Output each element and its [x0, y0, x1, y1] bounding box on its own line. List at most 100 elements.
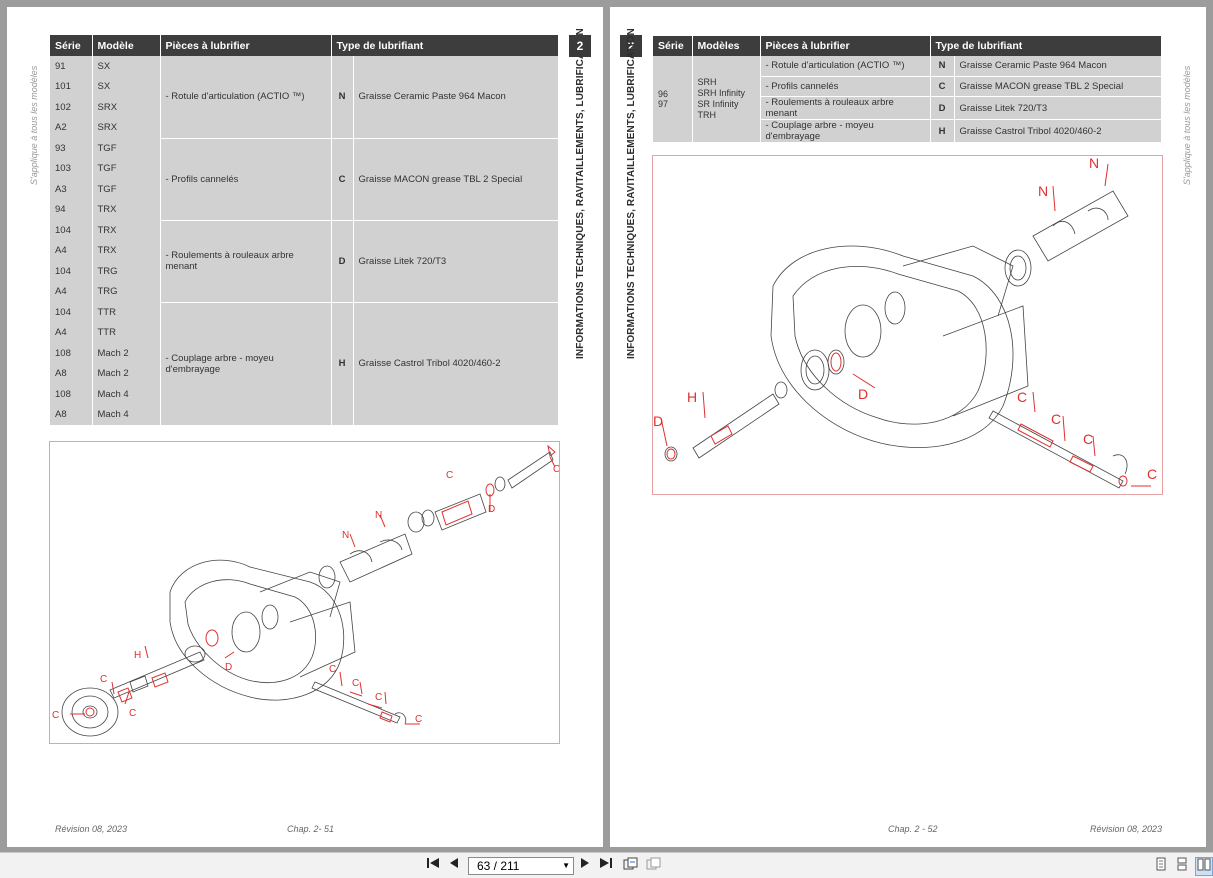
cell-piece: - Couplage arbre - moyeu d'embrayage [160, 302, 332, 426]
continuous-view-icon[interactable] [1175, 857, 1189, 874]
cell-piece: - Rotule d'articulation (ACTIO ™) [160, 56, 332, 139]
cell-lubrifiant: Graisse MACON grease TBL 2 Special [353, 138, 559, 221]
last-page-icon[interactable] [598, 857, 614, 874]
callout-label: N [342, 530, 349, 541]
cell-lubrifiant: Graisse Ceramic Paste 964 Macon [954, 56, 1162, 77]
chapter-vertical-title: INFORMATIONS TECHNIQUES, RAVITAILLEMENTS… [575, 28, 586, 359]
cell-lubrifiant: Graisse Litek 720/T3 [954, 96, 1162, 120]
cell-modele: Mach 2 [92, 363, 161, 384]
header-serie: Série [50, 35, 93, 56]
cell-code: N [930, 56, 955, 77]
pdf-page-right: 2 INFORMATIONS TECHNIQUES, RAVITAILLEMEN… [610, 7, 1206, 847]
cell-code: C [331, 138, 354, 221]
next-page-icon[interactable] [579, 857, 591, 874]
cell-piece: - Rotule d'articulation (ACTIO ™) [760, 56, 931, 77]
exploded-diagram-right: N N D H D C C C C [652, 155, 1163, 495]
cell-code: N [331, 56, 354, 139]
cell-piece: - Profils cannelés [760, 76, 931, 97]
header-pieces: Pièces à lubrifier [760, 36, 931, 56]
extract-page-icon[interactable] [622, 857, 638, 874]
cell-modele: TRX [92, 220, 161, 241]
cell-piece: - Couplage arbre - moyeu d'embrayage [760, 119, 931, 143]
two-page-view-icon[interactable] [1195, 857, 1213, 876]
cell-serie: A4 [50, 240, 93, 261]
footer-revision: Révision 08, 2023 [1090, 824, 1163, 834]
callout-label: D [225, 662, 232, 673]
side-note: S'applique à tous les modèles [29, 65, 39, 185]
cell-serie: 103 [50, 158, 93, 179]
cell-serie: A4 [50, 281, 93, 302]
callout-label: C [329, 664, 336, 675]
cell-modele: TRG [92, 261, 161, 282]
chapter-number-badge: 2 [620, 35, 642, 57]
chapter-number-badge: 2 [569, 35, 591, 57]
viewer-toolbar: 63 / 211 ▼ [0, 852, 1213, 878]
footer-page-number: Chap. 2- 51 [287, 824, 335, 834]
single-page-view-icon[interactable] [1154, 857, 1168, 874]
cell-modele: TTR [92, 322, 161, 343]
cell-code: D [930, 96, 955, 120]
cell-serie: A4 [50, 322, 93, 343]
cell-code: H [930, 119, 955, 143]
cell-serie: A3 [50, 179, 93, 200]
callout-label: H [687, 389, 697, 405]
callout-label: H [134, 650, 141, 661]
cell-modele: TGF [92, 138, 161, 159]
cell-modele: TGF [92, 179, 161, 200]
callout-label: C [1017, 389, 1027, 405]
cell-modeles: SRH SRH Infinity SR Infinity TRH [692, 56, 761, 143]
cell-serie: A8 [50, 363, 93, 384]
copy-page-icon[interactable] [645, 857, 661, 874]
cell-piece: - Roulements à rouleaux arbre menant [760, 96, 931, 120]
callout-label: N [1089, 156, 1099, 171]
chapter-vertical-title: INFORMATIONS TECHNIQUES, RAVITAILLEMENTS… [626, 28, 637, 359]
cell-modele: TGF [92, 158, 161, 179]
cell-serie: 93 [50, 138, 93, 159]
cell-serie: 104 [50, 302, 93, 323]
cell-lubrifiant: Graisse MACON grease TBL 2 Special [954, 76, 1162, 97]
page-number-value: 63 / 211 [477, 859, 520, 873]
cell-piece: - Roulements à rouleaux arbre menant [160, 220, 332, 303]
cell-serie: 108 [50, 384, 93, 405]
callout-label: N [375, 510, 382, 521]
side-note: S'applique à tous les modèles [1182, 65, 1192, 185]
callout-label: C [1083, 431, 1093, 447]
lubrication-table: Série Modèles Pièces à lubrifier Type de… [653, 36, 1162, 143]
cell-modele: SX [92, 76, 161, 97]
header-pieces: Pièces à lubrifier [160, 35, 332, 56]
cell-modele: TRX [92, 240, 161, 261]
callout-label: N [1038, 183, 1048, 199]
callout-label: C [52, 710, 59, 721]
callout-label: D [488, 504, 495, 515]
cell-modele: Mach 2 [92, 343, 161, 364]
callout-label: C [415, 714, 422, 725]
cell-serie: 104 [50, 220, 93, 241]
cell-modele: TRG [92, 281, 161, 302]
footer-revision: Révision 08, 2023 [55, 824, 128, 834]
callout-label: C [446, 470, 453, 481]
callout-label: C [553, 464, 559, 475]
page-number-select[interactable]: 63 / 211 ▼ [468, 857, 574, 875]
prev-page-icon[interactable] [448, 857, 460, 874]
cell-modele: TTR [92, 302, 161, 323]
cell-serie: 104 [50, 261, 93, 282]
first-page-icon[interactable] [425, 857, 441, 874]
